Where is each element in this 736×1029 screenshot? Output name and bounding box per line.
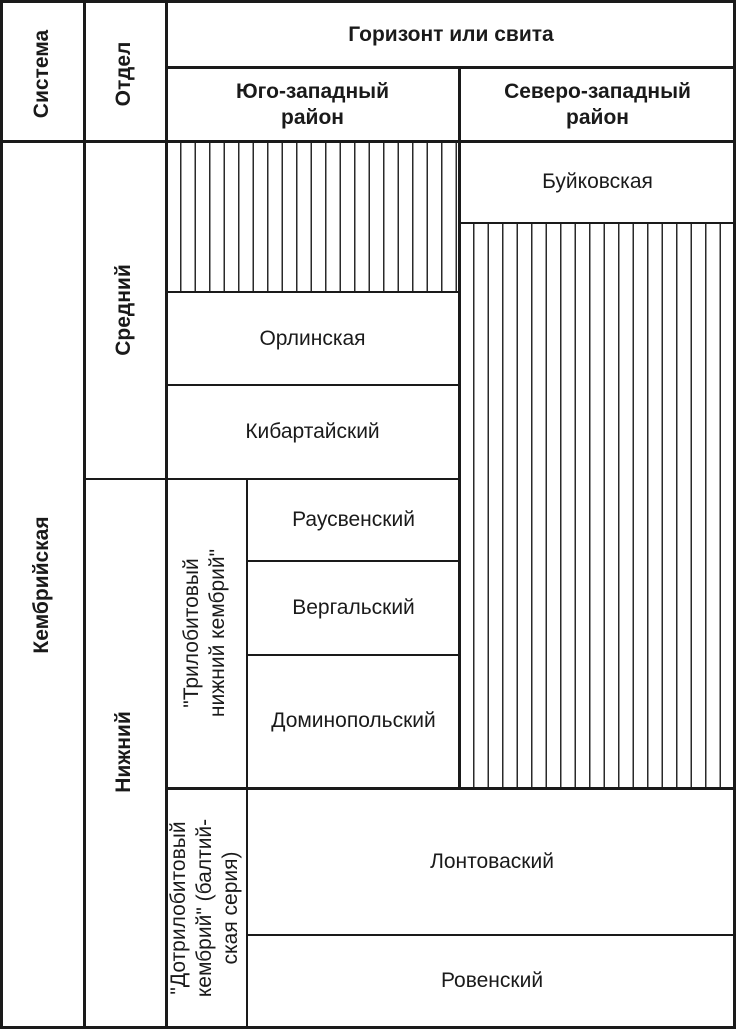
hline-buikovskaya: [458, 222, 736, 224]
unit-buikovskaya: Буйковская: [542, 170, 653, 193]
hline-lontovasky: [246, 934, 736, 936]
unit-rovensky: Ровенский: [440, 969, 544, 992]
division-middle: Средний: [112, 264, 135, 356]
hline-middle-lower: [83, 478, 460, 480]
unit-vergalsky: Вергальский: [292, 596, 415, 619]
division-lower: Нижний: [112, 711, 135, 793]
unit-kibartaisky: Кибартайский: [245, 420, 380, 443]
header-system: Система: [30, 29, 53, 119]
hline-rausvensky: [246, 560, 460, 562]
header-division: Отдел: [112, 41, 135, 107]
unit-lontovasky: Лонтоваский: [430, 850, 554, 873]
sw-gap-hatch: [167, 142, 458, 291]
unit-orlinskaya: Орлинская: [259, 326, 366, 350]
vline-division: [165, 0, 168, 1029]
vline-region: [458, 67, 461, 788]
system-cambrian: Кембрийская: [30, 516, 53, 654]
vline-group: [246, 478, 248, 1029]
vline-system: [83, 0, 86, 1029]
header-nw-region: Северо-западный район: [504, 79, 691, 129]
unit-dominopolsky: Доминопольский: [271, 709, 436, 732]
border-left: [0, 0, 3, 1029]
nw-gap-hatch: [460, 224, 735, 788]
border-right: [733, 0, 736, 1029]
header-horizon: Горизонт или свита: [348, 23, 554, 46]
hline-header-bottom: [0, 140, 736, 143]
border-top: [0, 0, 736, 3]
hline-orlinskaya-top: [165, 291, 460, 293]
hline-horizon: [165, 66, 736, 69]
hline-vergalsky: [246, 654, 460, 656]
hline-orlinskaya-bottom: [165, 384, 460, 386]
border-bottom: [0, 1026, 736, 1029]
group-pretrilobite: "Дотрилобитовый кембрий" (балтий- ская с…: [167, 818, 242, 998]
hline-pretrilobite: [165, 787, 736, 790]
group-trilobite: "Трилобитовый нижний кембрий": [180, 548, 229, 718]
unit-rausvensky: Раусвенский: [292, 508, 415, 531]
header-sw-region: Юго-западный район: [235, 79, 389, 129]
